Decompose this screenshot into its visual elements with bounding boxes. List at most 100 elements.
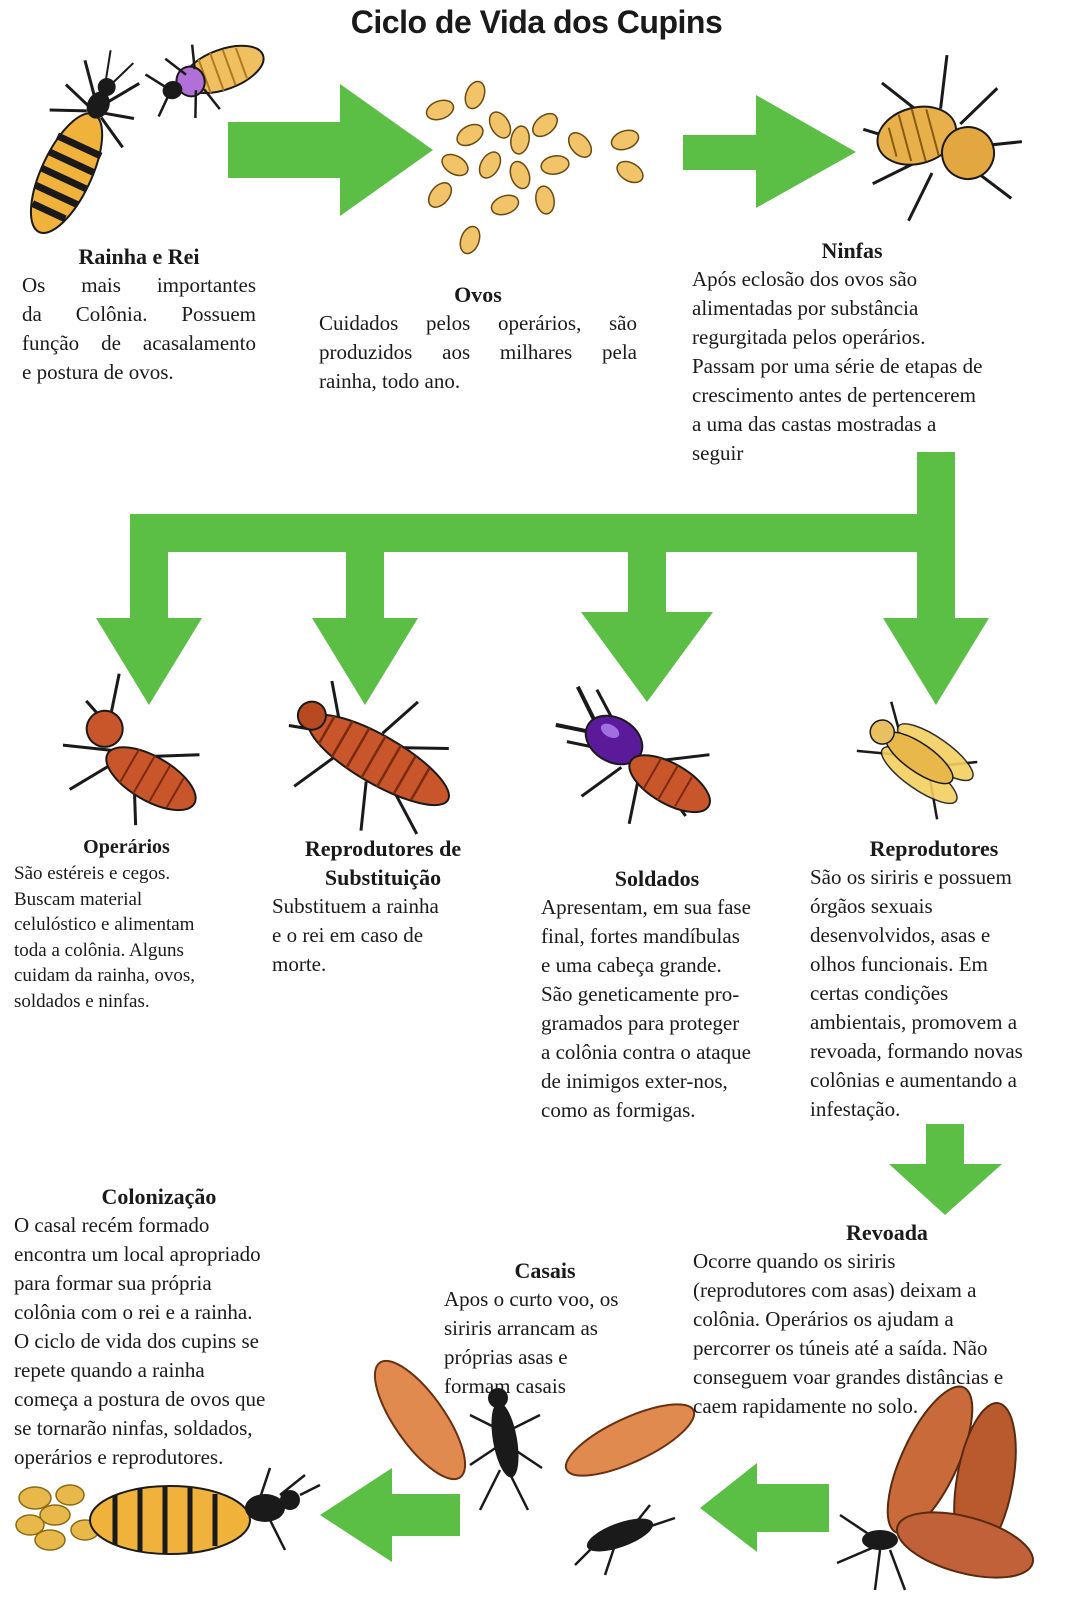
stage-text-line: gramados para proteger [541, 1011, 740, 1035]
stage-text-line: rainha, todo ano. [319, 369, 461, 393]
stage-heading: Ovos [454, 282, 502, 307]
stage-text-line: São os siriris e possuem [810, 865, 1012, 889]
stage-text-line: toda a colônia. Alguns [14, 939, 184, 961]
stage-casais: Casais Apos o curto voo, os siriris arra… [444, 1256, 674, 1401]
queen-king-illustration [29, 44, 265, 234]
stage-text-line: Apresentam, em sua fase [541, 895, 751, 919]
stage-text-line: morte. [272, 952, 327, 976]
couples-illustration [373, 1359, 696, 1576]
stage-text-line: São estéreis e cegos. [14, 863, 171, 884]
stage-text-line: seguir [692, 441, 744, 465]
stage-text-line: Cuidados pelos operários, são [319, 311, 637, 335]
stage-text-line: de inimigos exter-nos, [541, 1069, 728, 1093]
stage-text-line: Passam por uma série de etapas de [692, 354, 983, 378]
stage-text-line: infestação. [810, 1097, 901, 1121]
stage-text-line: percorrer os túneis até a saída. Não [693, 1336, 988, 1360]
stage-text-line: caem rapidamente no solo. [693, 1394, 919, 1418]
stage-text-line: siriris arrancam as [444, 1316, 598, 1340]
colonization-illustration [15, 1467, 321, 1555]
stage-heading: Ninfas [821, 238, 883, 263]
stage-heading: Rainha e Rei [78, 244, 200, 269]
stage-text-line: colônia com o rei e a rainha. [14, 1300, 253, 1324]
stage-text-line: O ciclo de vida dos cupins se [14, 1329, 259, 1353]
stage-text-line: São geneticamente pro- [541, 982, 740, 1006]
arrow-reprodutores-to-revoada [889, 1124, 1002, 1215]
stage-text-line: função de acasalamento [22, 331, 256, 355]
arrow-to-soldados [581, 612, 713, 702]
stage-text-line: celulóstico e alimentam [14, 914, 195, 935]
stage-heading: Casais [514, 1258, 576, 1283]
stage-reprodutores: Reprodutores São os siriris e possuem ór… [810, 834, 1068, 1124]
eggs-illustration [423, 78, 648, 257]
arrow-queen-to-eggs [228, 84, 433, 216]
stage-operarios: Operários São estéreis e cegos. Buscam m… [14, 834, 249, 1014]
arrow-casais-to-colonizacao [320, 1468, 460, 1562]
arrow-eggs-to-nymphs [683, 95, 856, 208]
stage-text-line: próprias asas e [444, 1345, 568, 1369]
nymph-illustration [862, 54, 1023, 222]
stage-text-line: Apos o curto voo, os [444, 1287, 619, 1311]
winged-reproductive-illustration [856, 701, 978, 820]
stage-text-line: a colônia contra o ataque [541, 1040, 751, 1064]
stage-text-line: conseguem voar grandes distâncias e [693, 1365, 1004, 1389]
stage-text-line: e uma cabeça grande. [541, 953, 722, 977]
stage-text-line: operários e reprodutores. [14, 1445, 224, 1469]
stage-text-line: como as formigas. [541, 1098, 696, 1122]
stage-text-line: da Colônia. Possuem [22, 302, 256, 326]
diagram-title: Ciclo de Vida dos Cupins [350, 4, 723, 40]
stage-text-line: repete quando a rainha [14, 1358, 205, 1382]
stage-text-line: (reprodutores com asas) deixam a [693, 1278, 977, 1302]
stage-text-line: se tornarão ninfas, soldados, [14, 1416, 253, 1440]
stage-text-line: olhos funcionais. Em [810, 952, 988, 976]
stage-text-line: desenvolvidos, asas e [810, 923, 991, 947]
stage-text-line: encontra um local apropriado [14, 1242, 261, 1266]
stage-text-line: Ocorre quando os siriris [693, 1249, 896, 1273]
stage-reprodutores-substituicao: Reprodutores de Substituição Substituem … [272, 834, 494, 979]
stage-text-line: formam casais [444, 1374, 566, 1398]
stage-text-line: produzidos aos milhares pela [319, 340, 637, 364]
stage-colonizacao: Colonização O casal recém formado encont… [14, 1182, 334, 1472]
stage-text-line: certas condições [810, 981, 949, 1005]
stage-text-line: Substituem a rainha [272, 894, 439, 918]
stage-text-line: para formar sua própria [14, 1271, 212, 1295]
stage-heading-line: Substituição [324, 865, 442, 890]
soldier-illustration [555, 685, 711, 825]
arrow-to-reprodutores-substituicao [312, 618, 418, 705]
arrow-to-operarios [96, 618, 202, 705]
stage-text-line: Após eclosão dos ovos são [692, 267, 918, 291]
swarming-termite-illustration [836, 1385, 1035, 1591]
stage-text-line: final, fortes mandíbulas [541, 924, 740, 948]
arrow-nymphs-branch [130, 452, 955, 622]
worker-illustration [62, 673, 200, 826]
stage-text-line: órgãos sexuais [810, 894, 933, 918]
stage-rainha-rei: Rainha e Rei Os mais importantes da Colô… [22, 242, 256, 387]
stage-soldados: Soldados Apresentam, em sua fase final, … [541, 864, 801, 1125]
stage-text-line: Os mais importantes [22, 273, 256, 297]
stage-heading: Operários [83, 836, 170, 858]
stage-heading: Revoada [846, 1220, 928, 1245]
stage-text-line: ambientais, promovem a [810, 1010, 1018, 1034]
stage-text-line: colônias e aumentando a [810, 1068, 1018, 1092]
stage-heading-line: Reprodutores de [304, 836, 462, 861]
stage-text-line: colônia. Operários os ajudam a [693, 1307, 954, 1331]
stage-ovos: Ovos Cuidados pelos operários, são produ… [319, 280, 637, 396]
stage-ninfas: Ninfas Após eclosão dos ovos são aliment… [692, 236, 1042, 468]
stage-revoada: Revoada Ocorre quando os siriris (reprod… [693, 1218, 1071, 1421]
stage-text-line: e postura de ovos. [22, 360, 174, 384]
stage-text-line: Buscam material [14, 888, 143, 910]
stage-text-line: a uma das castas mostradas a [692, 412, 937, 436]
stage-text-line: começa a postura de ovos que [14, 1387, 266, 1411]
stage-text-line: e o rei em caso de [272, 923, 424, 947]
replacement-reproductive-illustration [288, 680, 450, 835]
stage-text-line: crescimento antes de pertencerem [692, 383, 976, 407]
stage-text-line: regurgitada pelos operários. [692, 325, 926, 349]
stage-heading: Reprodutores [869, 836, 999, 861]
stage-text-line: alimentadas por substância [692, 296, 919, 320]
stage-text-line: cuidam da rainha, ovos, [14, 965, 195, 986]
stage-heading: Soldados [614, 866, 700, 891]
stage-text-line: soldados e ninfas. [14, 990, 150, 1012]
stage-text-line: revoada, formando novas [810, 1039, 1023, 1063]
arrow-to-reprodutores [883, 618, 989, 705]
arrow-revoada-to-casais [700, 1463, 829, 1552]
